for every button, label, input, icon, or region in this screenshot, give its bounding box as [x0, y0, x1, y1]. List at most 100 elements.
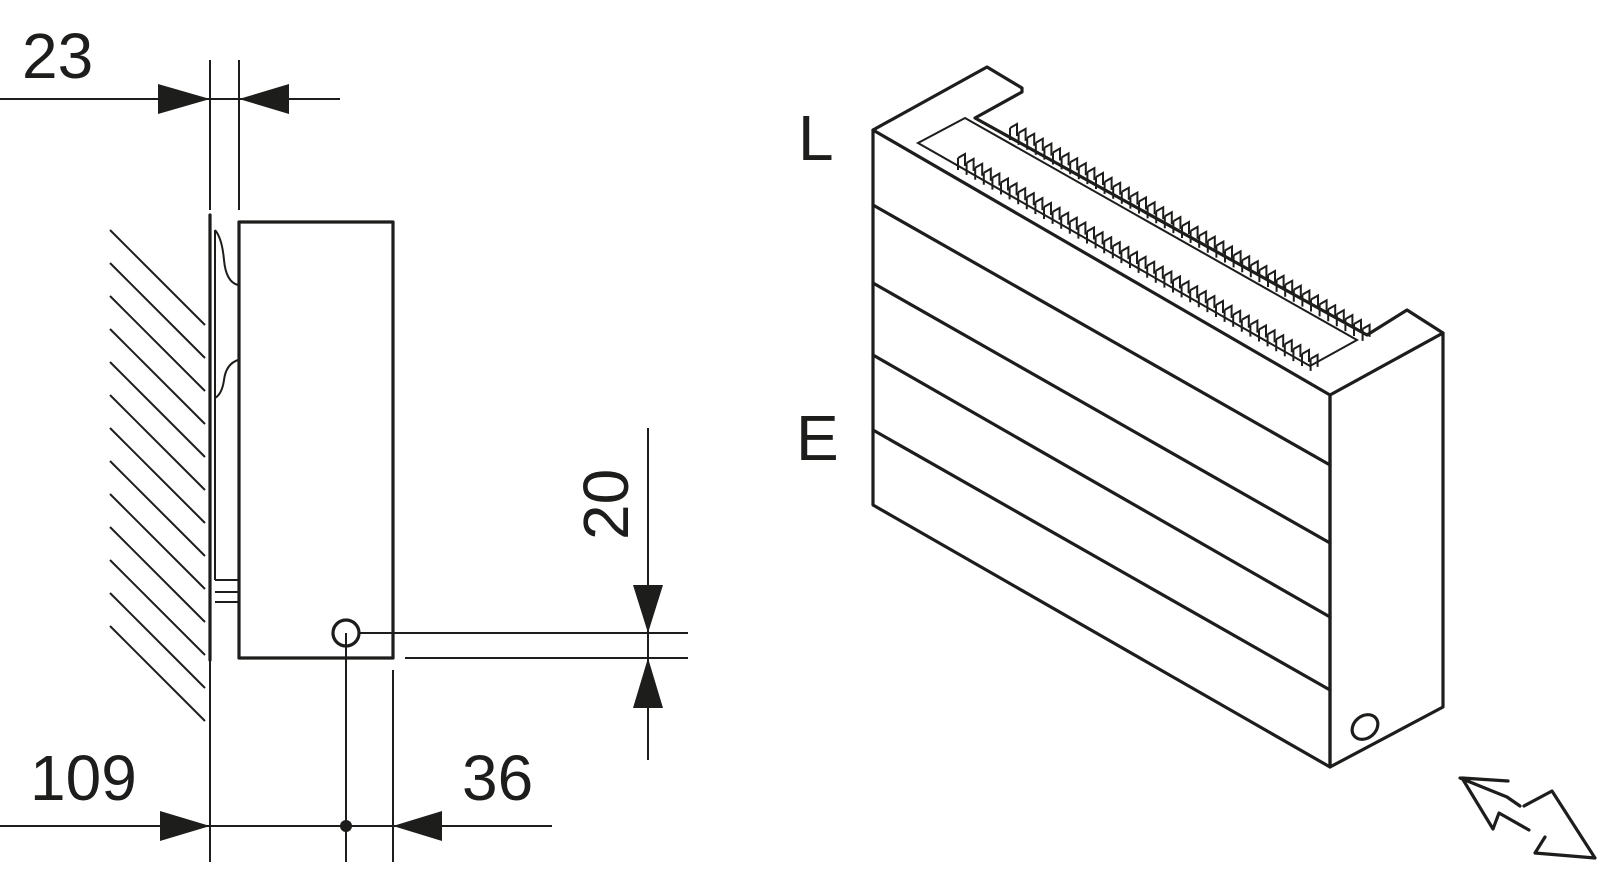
grille-fin [1163, 210, 1173, 229]
label-inlet: L [798, 102, 834, 174]
grille-fin [1301, 348, 1310, 366]
grille-fin [1344, 313, 1354, 332]
grille-fin [1043, 201, 1052, 219]
grille-fin [1086, 166, 1096, 185]
side-view: 23 109 36 20 [0, 20, 688, 862]
grille-fin [1275, 274, 1285, 292]
grille-fins [957, 122, 1371, 371]
hatch-line [109, 229, 206, 326]
grille-fin [1120, 185, 1130, 204]
grille-fin [1232, 309, 1242, 327]
grille-fin [1224, 244, 1233, 263]
floor-mount [215, 579, 239, 603]
grille-fin [1163, 269, 1173, 288]
grille-fin [1026, 132, 1036, 150]
grille-fin [965, 157, 975, 175]
grille-fin [1283, 338, 1293, 357]
grille-fin [1172, 274, 1181, 293]
grille-fin [1197, 289, 1207, 308]
grille-fin [1301, 288, 1311, 307]
grille-fin [1017, 186, 1027, 205]
dimension-20: 20 [570, 469, 642, 540]
grille-fin [1111, 240, 1121, 259]
grille-fin [1060, 211, 1070, 229]
grille-fin [1172, 215, 1182, 234]
grille-fin [1181, 220, 1190, 238]
grille-fin [1069, 156, 1079, 175]
grille-fin [1112, 181, 1122, 199]
grille-fin [982, 166, 992, 185]
grille-fin [1043, 141, 1053, 160]
grille-fin [1249, 318, 1259, 337]
hatch-line [109, 526, 206, 623]
grille-fin [1103, 176, 1113, 194]
grille-fin [1155, 205, 1165, 224]
grille-fin [1000, 176, 1009, 195]
grille-fin [1077, 161, 1087, 180]
pipe-opening [1350, 713, 1380, 741]
grille-slot [915, 116, 1360, 368]
grille-fin [1292, 283, 1302, 302]
grille-fin [1198, 230, 1208, 248]
convector-side-body [237, 220, 395, 660]
grille-fin [957, 152, 966, 170]
grille-fin [1034, 196, 1044, 215]
grille-fin [1129, 250, 1138, 268]
isometric-view: L E [796, 65, 1597, 860]
dimension-23: 23 [22, 20, 93, 92]
grille-fin [1180, 279, 1190, 298]
hatch-line [109, 460, 206, 557]
front-panel-lines [871, 203, 1332, 692]
grille-fin [1215, 239, 1225, 258]
grille-fin [1137, 255, 1147, 273]
grille-fin [974, 162, 984, 180]
grille-fin [1129, 190, 1139, 209]
grille-fin [1103, 235, 1113, 254]
side-face [1328, 331, 1445, 769]
grille-fin [1120, 245, 1130, 264]
grille-fin [991, 171, 1001, 190]
grille-fin [1189, 225, 1199, 243]
hatch-line [109, 592, 206, 689]
hatch-line [109, 328, 206, 425]
hatch-line [109, 427, 206, 524]
grille-fin [1223, 304, 1233, 322]
grille-fin [1241, 254, 1251, 273]
dimension-109: 109 [30, 742, 137, 814]
grille-fin [1258, 264, 1268, 283]
grille-fin [1034, 136, 1044, 155]
hatch-line [109, 394, 206, 491]
top-face [871, 65, 1445, 337]
grille-fin [1215, 299, 1224, 317]
hatch-line [109, 262, 206, 359]
grille-fin [1025, 191, 1035, 210]
grille-fin [1146, 260, 1156, 278]
grille-fin [1275, 333, 1285, 352]
grille-fin [1094, 230, 1104, 249]
grille-fin [1206, 234, 1216, 253]
hatch-line [109, 361, 206, 458]
grille-fin [1009, 122, 1018, 140]
grille-fin [1138, 195, 1147, 214]
grille-fin [1017, 127, 1027, 145]
front-face [871, 128, 1332, 769]
hatch-line [109, 295, 206, 392]
grille-fin [1095, 171, 1104, 189]
grille-fin [1086, 225, 1095, 244]
grille-fin [1189, 284, 1199, 303]
grille-fin [1232, 249, 1242, 268]
grille-fin [1327, 303, 1337, 322]
grille-fin [1361, 323, 1371, 341]
grille-fin [1353, 318, 1362, 336]
hatch-line [109, 625, 206, 722]
grille-fin [1258, 323, 1267, 342]
grille-fin [1008, 181, 1018, 200]
grille-fin [1060, 151, 1070, 170]
grille-fin [1240, 313, 1250, 332]
grille-fin [1146, 200, 1156, 219]
grille-fin [1335, 308, 1345, 327]
grille-fin [1051, 206, 1061, 224]
connection-direction-arrows-icon [1458, 776, 1597, 860]
grille-fin [1266, 328, 1276, 347]
hatch-line [109, 559, 206, 656]
